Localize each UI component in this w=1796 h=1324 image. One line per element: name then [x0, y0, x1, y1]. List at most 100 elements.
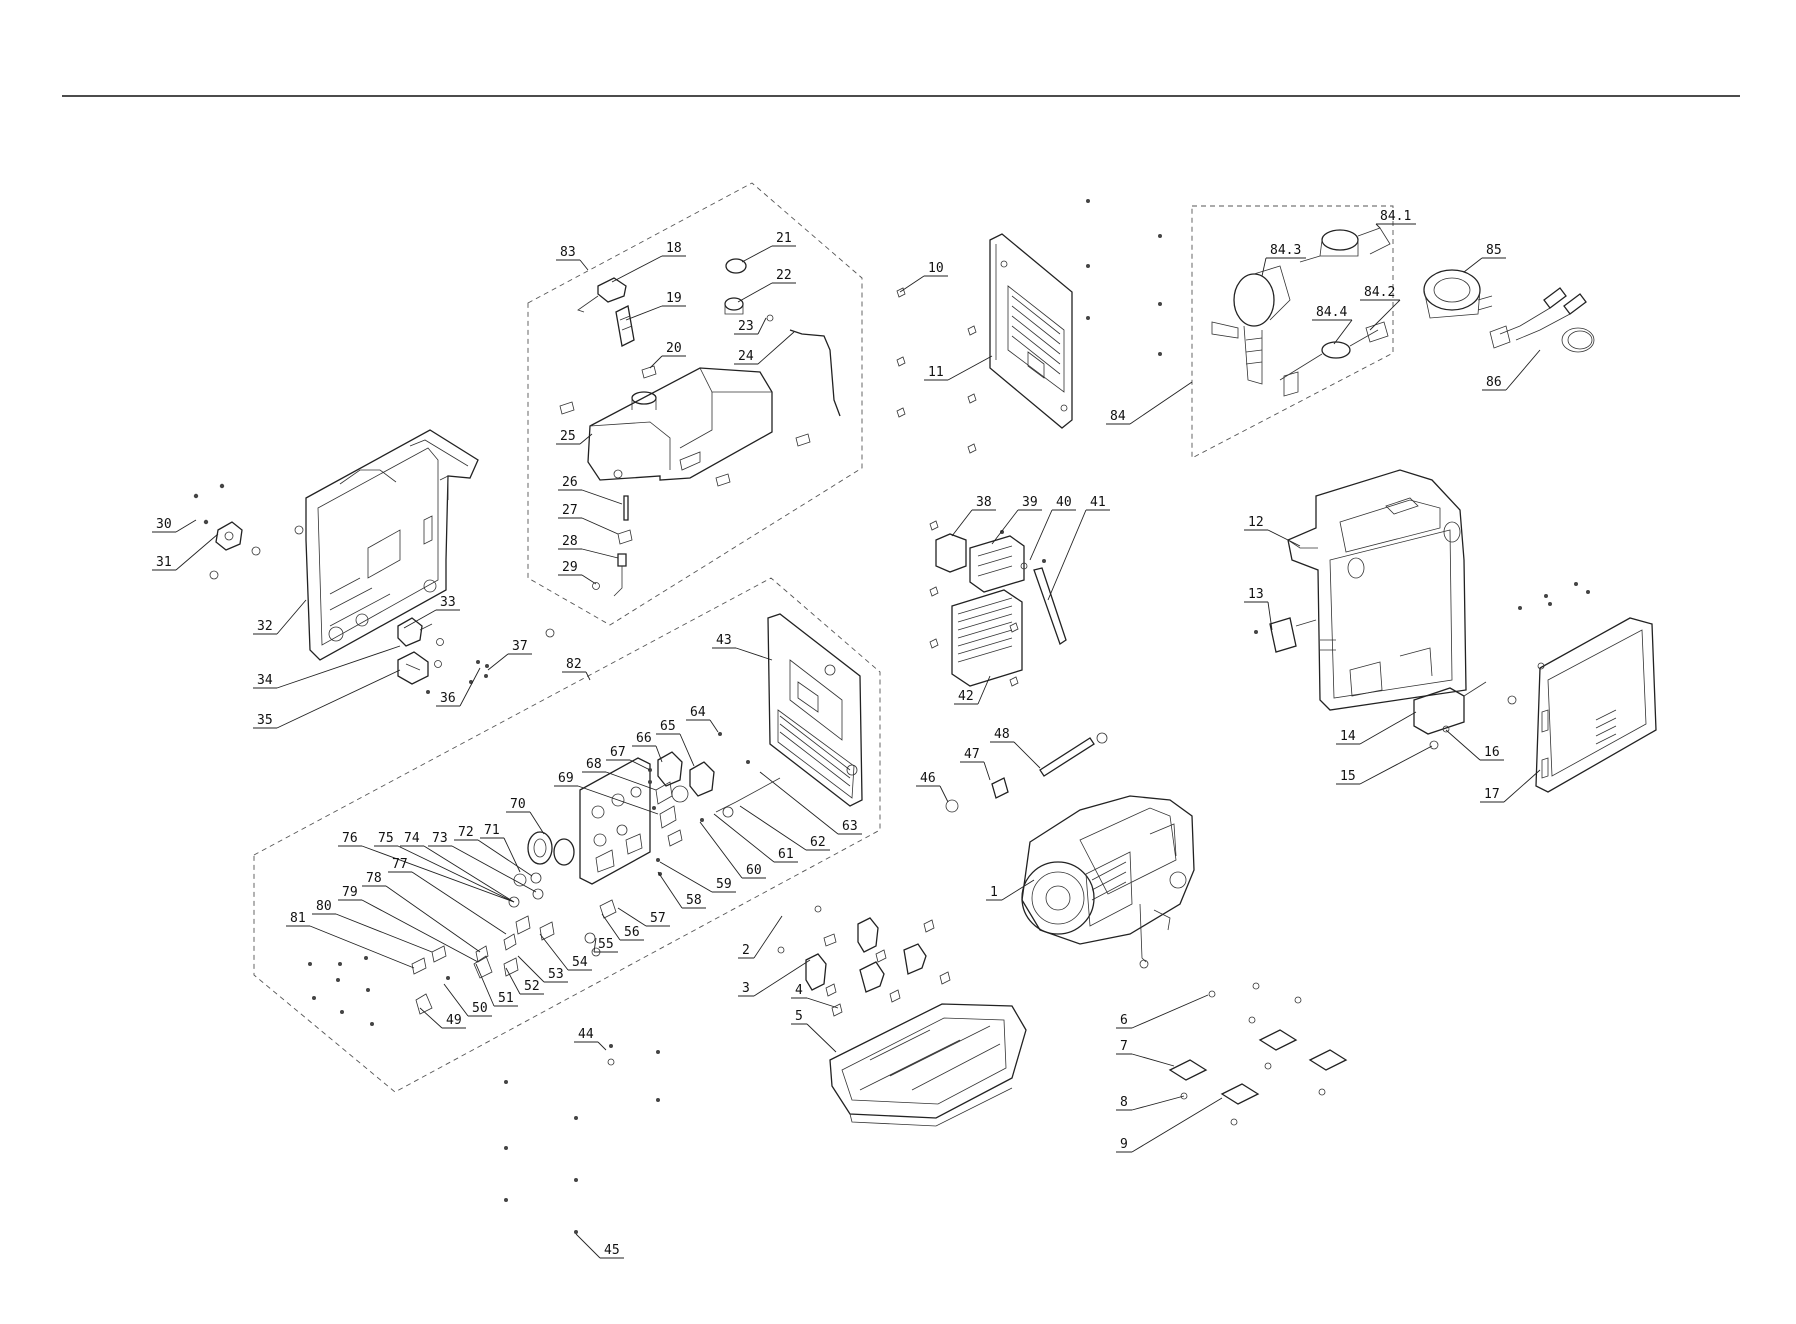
leader-line	[176, 534, 218, 570]
leader-line	[658, 872, 682, 908]
right-housing-drawing	[1288, 470, 1466, 710]
fuel-hose-drawing	[593, 496, 633, 596]
left-housing-drawing	[306, 430, 478, 660]
callout-18: 18	[666, 241, 682, 256]
leader-line	[1506, 350, 1540, 390]
callout-77: 77	[392, 857, 408, 872]
leader-line	[742, 246, 772, 262]
leader-line	[736, 648, 772, 660]
control-panel-frame-drawing	[768, 614, 862, 806]
leader-line	[710, 720, 718, 732]
callout-8: 8	[1120, 1095, 1128, 1110]
callout-29: 29	[562, 560, 578, 575]
leader-line	[444, 984, 468, 1016]
leader-line	[310, 926, 414, 968]
leader-line	[478, 840, 532, 876]
leader-line	[277, 670, 400, 728]
leader-line	[1014, 742, 1040, 768]
leader-line	[1360, 712, 1416, 744]
callout-12: 12	[1248, 515, 1264, 530]
leader-line	[1446, 730, 1480, 760]
callout-26: 26	[562, 475, 578, 490]
callout-51: 51	[498, 991, 514, 1006]
valve-drawing	[398, 618, 554, 694]
charging-cable-drawing	[1490, 288, 1594, 352]
front-panel-drawing	[990, 234, 1072, 428]
leader-line	[1132, 995, 1208, 1028]
leader-line	[336, 914, 432, 952]
leader-line	[1002, 880, 1034, 900]
leader-line	[618, 908, 646, 926]
callout-58: 58	[686, 893, 702, 908]
callout-82: 82	[566, 657, 582, 672]
leader-line	[1268, 530, 1300, 546]
leader-line	[460, 668, 480, 706]
inverter-drawing	[930, 521, 1066, 686]
side-cover-drawing	[1508, 582, 1656, 792]
leader-line	[900, 276, 924, 292]
callout-41: 41	[1090, 495, 1106, 510]
callout-13: 13	[1248, 587, 1264, 602]
callout-28: 28	[562, 534, 578, 549]
leader-line	[582, 518, 618, 534]
leader-line	[626, 306, 662, 320]
callout-20: 20	[666, 341, 682, 356]
callout-14: 14	[1340, 729, 1356, 744]
callout-63: 63	[842, 819, 858, 834]
callout-68: 68	[586, 757, 602, 772]
adapter-plug-drawing	[1424, 270, 1492, 318]
leader-line	[598, 1042, 606, 1050]
base-frame-drawing	[830, 1004, 1026, 1126]
leader-line	[540, 934, 568, 970]
callout-56: 56	[624, 925, 640, 940]
leader-line	[1130, 382, 1192, 424]
leader-line	[386, 886, 480, 952]
callout-37: 37	[512, 639, 528, 654]
leader-line	[714, 814, 774, 862]
callout-3: 3	[742, 981, 750, 996]
leader-line	[576, 1234, 600, 1258]
callout-71: 71	[484, 823, 500, 838]
leader-line	[807, 1024, 836, 1052]
callout-38: 38	[976, 495, 992, 510]
callout-5: 5	[795, 1009, 803, 1024]
bracket-drawing	[194, 484, 303, 579]
leader-line	[807, 998, 838, 1008]
leader-line	[1376, 224, 1380, 228]
callout-27: 27	[562, 503, 578, 518]
screws-column	[504, 1044, 660, 1234]
callout-1: 1	[990, 885, 998, 900]
leader-line	[582, 490, 622, 504]
callout-86: 86	[1486, 375, 1502, 390]
callout-62: 62	[810, 835, 826, 850]
callout-83: 83	[560, 245, 576, 260]
callout-59: 59	[716, 877, 732, 892]
leader-line	[586, 672, 590, 680]
callout-81: 81	[290, 911, 306, 926]
callout-21: 21	[776, 231, 792, 246]
leader-line	[630, 760, 650, 770]
leader-line	[952, 510, 972, 536]
callout-50: 50	[472, 1001, 488, 1016]
callout-84-4: 84.4	[1316, 305, 1347, 320]
callout-10: 10	[928, 261, 944, 276]
leader-line	[582, 575, 596, 584]
leader-line	[488, 654, 508, 670]
callout-25: 25	[560, 429, 576, 444]
callout-46: 46	[920, 771, 936, 786]
callout-42: 42	[958, 689, 974, 704]
leader-line	[1030, 510, 1052, 560]
callout-53: 53	[548, 967, 564, 982]
callout-61: 61	[778, 847, 794, 862]
callout-30: 30	[156, 517, 172, 532]
leader-line	[940, 786, 948, 802]
callout-34: 34	[257, 673, 273, 688]
leader-line	[758, 318, 766, 334]
callout-74: 74	[404, 831, 420, 846]
callout-85: 85	[1486, 243, 1502, 258]
shaft-drawing	[946, 733, 1107, 812]
callout-66: 66	[636, 731, 652, 746]
callout-45: 45	[604, 1243, 620, 1258]
